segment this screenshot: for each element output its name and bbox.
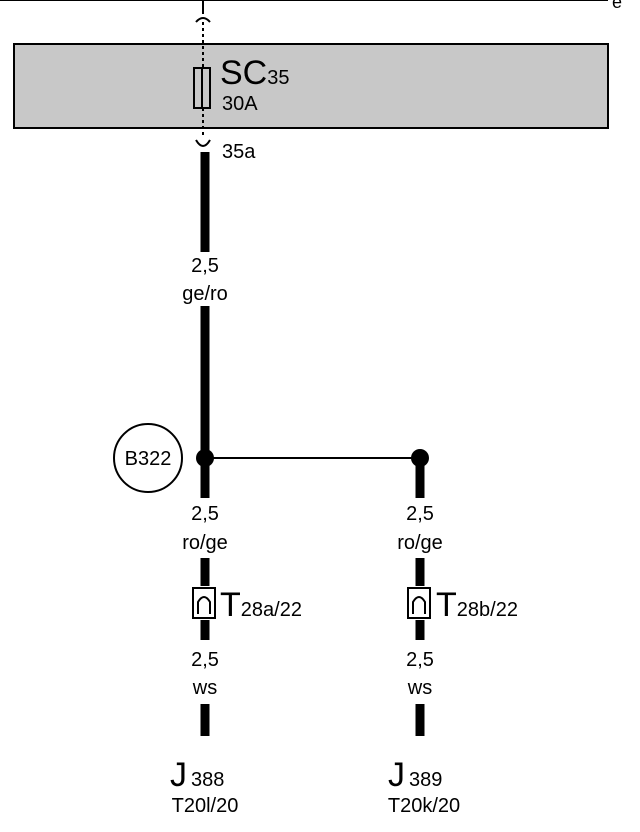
fuse-output-pin: 35a	[222, 141, 256, 163]
left-connector-label: T28a/22	[220, 586, 302, 624]
right-connector-name: T	[436, 586, 457, 624]
fuse-name: SC	[220, 54, 267, 92]
main-wire-gauge: 2,5	[191, 255, 219, 277]
left-wire-lower-color: ws	[192, 677, 217, 699]
left-wire-upper-gauge: 2,5	[191, 503, 219, 525]
left-connector-pin	[197, 596, 211, 614]
right-connector-symbol	[407, 587, 431, 619]
right-component-number: 389	[409, 769, 442, 791]
main-wire-color: ge/ro	[182, 283, 228, 305]
right-component-pin: T20k/20	[388, 795, 460, 817]
left-wire-upper-color: ro/ge	[182, 532, 228, 554]
left-wire-lower-gauge: 2,5	[191, 649, 219, 671]
fuse-panel	[13, 43, 609, 129]
left-connector-name: T	[220, 586, 241, 624]
left-component-pin: T20l/20	[172, 795, 239, 817]
top-bus-label: e	[612, 0, 622, 12]
upper-connector-hook	[195, 17, 211, 23]
fuse-output-hook	[195, 139, 211, 147]
right-wire-upper-gauge: 2,5	[406, 503, 434, 525]
right-wire-lower-color: ws	[407, 677, 432, 699]
fuse-rating: 30A	[222, 93, 258, 115]
right-wire-lower-gauge: 2,5	[406, 649, 434, 671]
right-connector-label: T28b/22	[436, 586, 518, 624]
fuse-label: SC35	[220, 54, 289, 92]
right-wire-upper-color: ro/ge	[397, 532, 443, 554]
right-connector-pin	[412, 596, 426, 614]
left-connector-symbol	[192, 587, 216, 619]
junction-label-circle	[113, 423, 183, 493]
left-component-number: 388	[191, 769, 224, 791]
junction-label: B322	[125, 448, 172, 470]
fuse-number: 35	[267, 67, 289, 89]
right-component-name: J	[388, 756, 405, 794]
right-connector-sub: 28b/22	[457, 599, 518, 621]
left-connector-sub: 28a/22	[241, 599, 302, 621]
left-component-name: J	[170, 756, 187, 794]
